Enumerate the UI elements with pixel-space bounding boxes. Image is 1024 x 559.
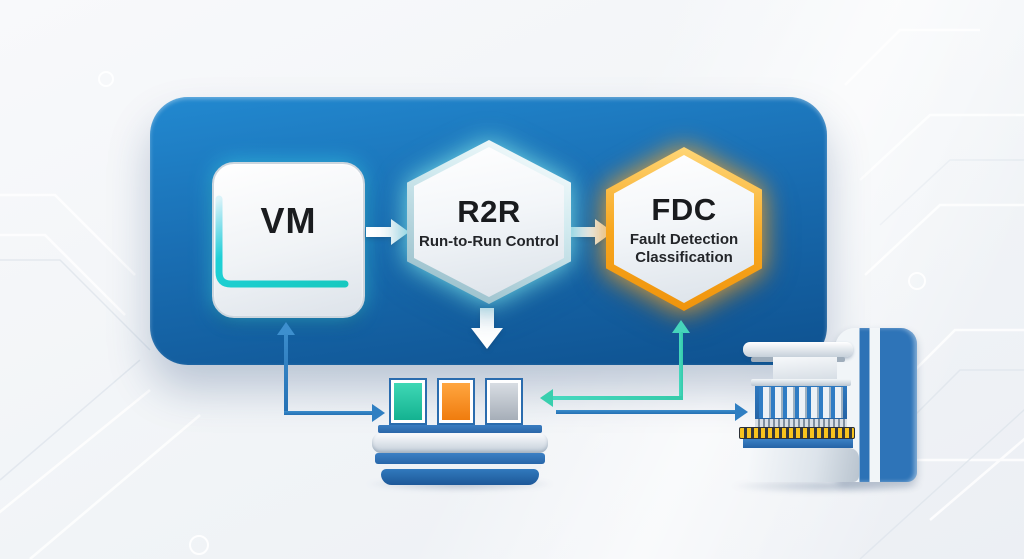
teal-arrowhead-left-to-station: [540, 389, 553, 407]
blue-arrowhead-right-to-station: [372, 404, 385, 422]
blue-arrowhead-right-to-tool: [735, 403, 748, 421]
gray-cassette: [485, 378, 523, 425]
teal-connector-horizontal: [553, 396, 683, 400]
teal-cassette: [389, 378, 427, 425]
node-vm: VM: [212, 162, 365, 318]
r2r-sublabel: Run-to-Run Control: [419, 232, 559, 250]
vm-accent-swoosh: [215, 195, 349, 288]
orange-cassette-fill: [442, 383, 470, 420]
tool-slot-bars: [759, 387, 843, 418]
blue-connector-horizontal: [284, 411, 373, 415]
blue-connector-to-tool: [556, 410, 736, 414]
station-blue-stripe: [375, 453, 545, 464]
r2r-hexagon-face: R2R Run-to-Run Control: [414, 147, 564, 297]
fdc-hexagon-border: FDC Fault Detection Classification: [606, 147, 762, 311]
tool-upper-block: [773, 357, 837, 383]
station-silver-band: [372, 433, 548, 453]
blue-arrowhead-up-to-vm: [277, 322, 295, 335]
node-fdc: FDC Fault Detection Classification: [606, 147, 762, 311]
arrow-vm-to-r2r-icon: [366, 219, 409, 245]
process-equipment-icon: [729, 326, 929, 496]
blue-connector-vertical: [284, 334, 288, 415]
tool-slot-columns: [751, 379, 851, 427]
teal-arrowhead-up-to-fdc: [672, 320, 690, 333]
r2r-label: R2R: [457, 193, 521, 229]
fdc-sublabel-line2: Classification: [635, 248, 733, 266]
orange-cassette: [437, 378, 475, 425]
station-base: [381, 469, 539, 485]
r2r-hexagon-border: R2R Run-to-Run Control: [407, 140, 571, 304]
teal-cassette-fill: [394, 383, 422, 420]
gray-cassette-fill: [490, 383, 518, 420]
arrow-r2r-to-fdc-icon: [570, 219, 613, 245]
tool-shadow: [729, 478, 925, 494]
tool-blue-strip: [743, 439, 853, 448]
node-r2r: R2R Run-to-Run Control: [407, 140, 571, 304]
station-top-strip: [378, 425, 542, 433]
station-white-strip: [379, 464, 541, 469]
fdc-label: FDC: [651, 191, 717, 227]
teal-connector-vertical: [679, 332, 683, 398]
wafer-cassette-station-icon: [364, 378, 556, 492]
fdc-sublabel-line1: Fault Detection: [629, 230, 739, 248]
vm-label: VM: [260, 200, 317, 241]
tool-gantry-bar: [743, 342, 853, 357]
tool-base: [747, 448, 859, 482]
arrow-r2r-down-icon: [471, 308, 503, 349]
tool-pin-strip: [739, 427, 855, 439]
fdc-hexagon-face: FDC Fault Detection Classification: [614, 155, 754, 303]
tool-corrugation: [755, 419, 847, 427]
